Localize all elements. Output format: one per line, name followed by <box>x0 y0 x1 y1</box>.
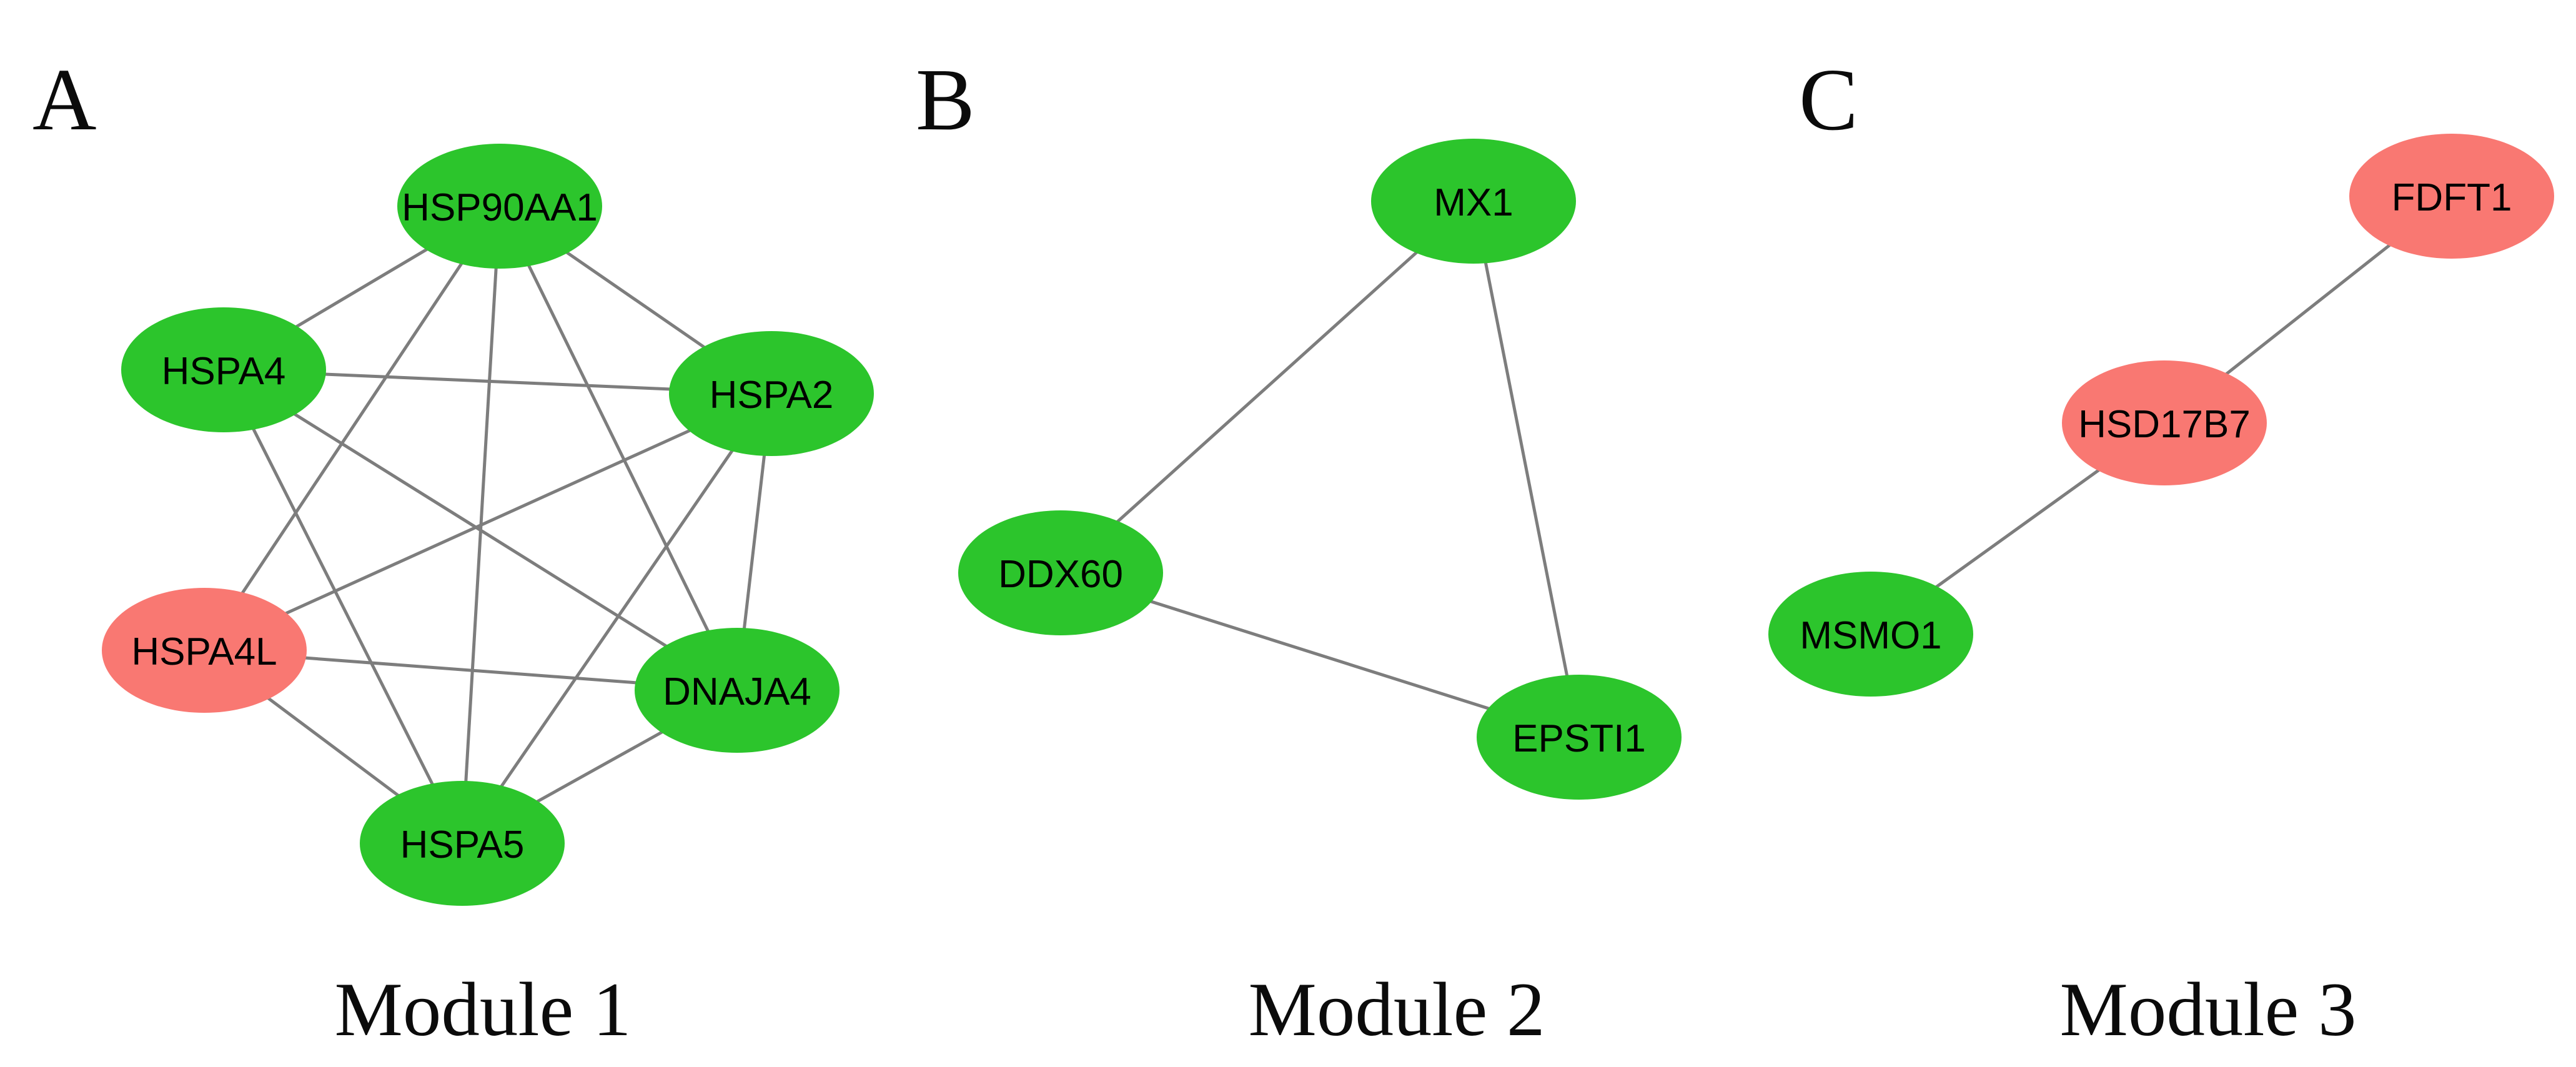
node-msmo1 <box>1768 572 1973 697</box>
node-hsp90aa1 <box>397 144 602 269</box>
node-label-mx1: MX1 <box>1434 181 1513 224</box>
node-hspa4 <box>121 307 326 432</box>
module-caption-2: Module 2 <box>1248 966 1545 1052</box>
node-hspa2 <box>669 331 874 456</box>
node-label-dnaja4: DNAJA4 <box>663 670 811 713</box>
module-caption-1: Module 1 <box>334 966 632 1052</box>
module-caption-3: Module 3 <box>2059 966 2357 1052</box>
edge-hspa4-dnaja4 <box>222 368 738 692</box>
panel-letter-c: C <box>1799 50 1858 149</box>
node-hspa5 <box>360 781 565 906</box>
node-epsti1 <box>1477 675 1682 800</box>
edge-hsp90aa1-dnaja4 <box>498 205 739 692</box>
node-hspa4l <box>102 588 307 713</box>
panel-letter-a: A <box>32 50 97 149</box>
node-label-hspa4: HSPA4 <box>162 350 286 393</box>
node-label-hspa2: HSPA2 <box>710 374 834 417</box>
node-hsd17b7 <box>2062 360 2267 485</box>
edge-mx1-ddx60 <box>1059 200 1475 574</box>
node-mx1 <box>1371 139 1576 264</box>
node-label-epsti1: EPSTI1 <box>1512 717 1646 760</box>
node-label-hsd17b7: HSD17B7 <box>2078 403 2251 446</box>
edge-hspa2-hspa5 <box>460 392 773 845</box>
node-dnaja4 <box>635 628 840 753</box>
node-label-msmo1: MSMO1 <box>1800 614 1941 657</box>
node-label-fdft1: FDFT1 <box>2392 176 2512 219</box>
edge-mx1-epsti1 <box>1472 201 1581 738</box>
node-fdft1 <box>2349 134 2554 259</box>
edge-hspa4-hspa5 <box>222 369 464 845</box>
node-label-hsp90aa1: HSP90AA1 <box>402 186 598 229</box>
node-label-ddx60: DDX60 <box>998 553 1123 596</box>
panel-letter-b: B <box>916 50 975 149</box>
node-ddx60 <box>958 510 1163 635</box>
node-label-hspa5: HSPA5 <box>400 823 525 866</box>
edge-hsp90aa1-hspa4l <box>202 205 502 652</box>
node-label-hspa4l: HSPA4L <box>131 630 277 673</box>
edge-hspa2-hspa4l <box>203 392 773 652</box>
